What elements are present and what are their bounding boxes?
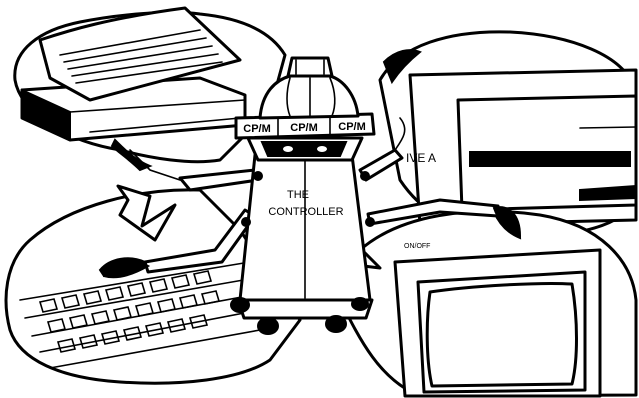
cpm-band-label-center: CP/M xyxy=(290,122,318,134)
cpm-band-label-right: CP/M xyxy=(338,121,366,133)
robot-label-line1: THE xyxy=(287,189,309,201)
cpm-band-label-left: CP/M xyxy=(243,123,271,135)
robot-label-line2: CONTROLLER xyxy=(268,206,343,218)
monitor-power-label: ON/OFF xyxy=(404,243,430,250)
drive-label: IVE A xyxy=(406,151,436,165)
monitor-icon xyxy=(395,250,600,396)
